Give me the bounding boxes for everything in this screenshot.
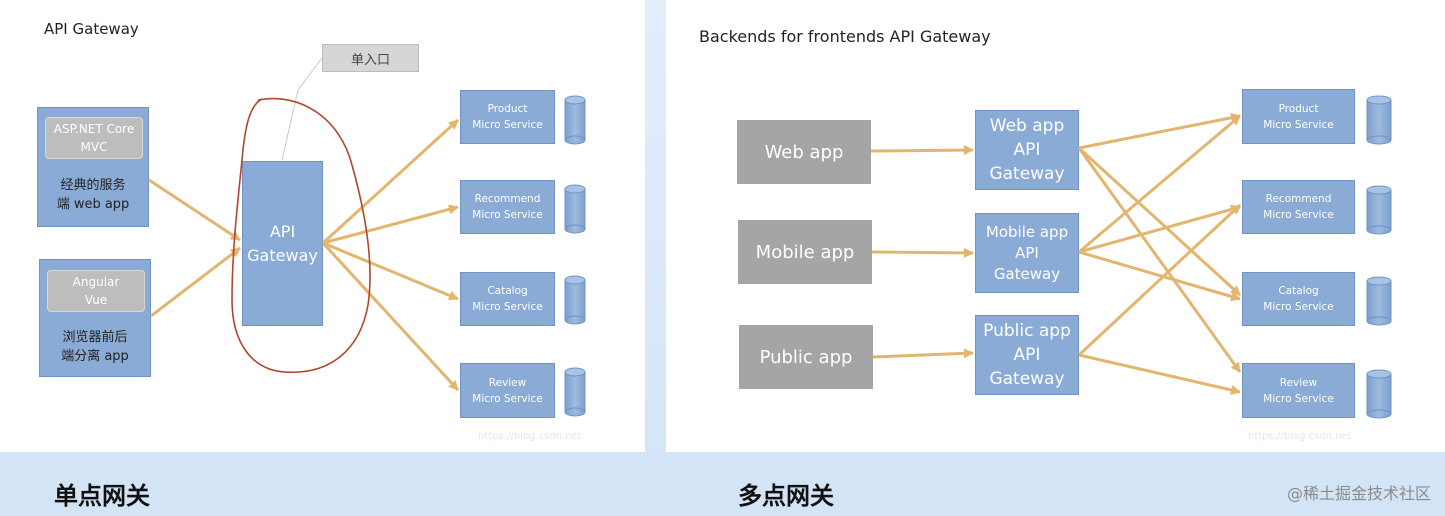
- mobile-app-gateway: Mobile app API Gateway: [975, 213, 1079, 293]
- web-app-gateway: Web app API Gateway: [975, 110, 1079, 190]
- gateway-label-line: Gateway: [989, 369, 1065, 389]
- database-icon: [1366, 369, 1392, 419]
- service-review: Review Micro Service: [460, 363, 555, 418]
- database-icon: [1366, 185, 1392, 235]
- client-description: 浏览器前后 端分离 app: [40, 328, 150, 366]
- service-type: Micro Service: [1263, 209, 1334, 221]
- arrow-mobileapp-to-gateway: [871, 247, 974, 258]
- service-name: Catalog: [487, 285, 528, 297]
- client-desc-line: 经典的服务: [60, 178, 126, 193]
- database-icon: [564, 184, 586, 234]
- arrow-webgw-to-catalog: [1077, 146, 1242, 297]
- gateway-label-line: Web app: [989, 116, 1065, 136]
- gateway-label-line: API: [1013, 345, 1041, 365]
- arrow-publicgw-to-review: [1078, 353, 1241, 395]
- arrow-gateway-to-recommend: [322, 204, 459, 245]
- client-classic-web-app: ASP.NET Core MVC 经典的服务 端 web app: [37, 107, 149, 227]
- service-type: Micro Service: [472, 119, 543, 131]
- arrow-client1-to-gateway: [148, 178, 241, 242]
- arrow-webgw-to-review: [1077, 147, 1242, 373]
- arrow-gateway-to-product: [321, 118, 460, 245]
- gateway-label-line: Gateway: [989, 164, 1065, 184]
- service-name: Product: [487, 103, 528, 115]
- public-app-gateway: Public app API Gateway: [975, 315, 1079, 395]
- service-catalog: Catalog Micro Service: [460, 272, 555, 326]
- watermark-text: https://blog.csdn.net: [1248, 431, 1352, 442]
- gateway-label-line: API: [1013, 140, 1041, 160]
- service-review: Review Micro Service: [1242, 363, 1355, 418]
- client-tech-label: ASP.NET Core MVC: [45, 117, 143, 159]
- gateway-label-line: Mobile app: [985, 222, 1069, 241]
- client-web-app: Web app: [737, 120, 871, 184]
- service-type: Micro Service: [472, 209, 543, 221]
- service-name: Recommend: [474, 193, 541, 205]
- client-tech-label: Angular Vue: [47, 270, 145, 312]
- credit-text: @稀土掘金技术社区: [1286, 484, 1431, 503]
- client-mobile-app: Mobile app: [738, 220, 872, 284]
- arrow-publicgw-to-recommend: [1077, 203, 1242, 357]
- gateway-label-line: API: [1015, 243, 1039, 262]
- client-tech-line: Vue: [84, 293, 108, 307]
- service-type: Micro Service: [1263, 392, 1334, 405]
- client-desc-line: 浏览器前后: [62, 330, 128, 345]
- database-icon: [564, 367, 586, 417]
- database-icon: [564, 95, 586, 145]
- right-panel-title: Backends for frontends API Gateway: [699, 27, 991, 46]
- service-name: Catalog: [1278, 285, 1319, 297]
- single-entry-callout: 单入口: [322, 44, 419, 72]
- arrow-publicapp-to-gateway: [872, 348, 974, 359]
- watermark-text: https://blog.csdn.net: [478, 431, 582, 442]
- arrow-mobilegw-to-product: [1078, 114, 1241, 254]
- arrow-mobilegw-to-recommend: [1078, 204, 1241, 254]
- database-icon: [564, 275, 586, 325]
- gateway-label-line: API: [269, 221, 296, 241]
- arrow-webapp-to-gateway: [870, 145, 974, 156]
- highlight-circle: [231, 97, 371, 373]
- service-type: Micro Service: [1263, 118, 1334, 131]
- arrow-mobilegw-to-catalog: [1078, 250, 1241, 302]
- multi-gateway-panel: Backends for frontends API Gateway Web a…: [666, 0, 1445, 452]
- gateway-label-line: Gateway: [247, 245, 318, 265]
- callout-leader-line: [281, 57, 323, 161]
- service-recommend: Recommend Micro Service: [460, 180, 555, 234]
- single-gateway-panel: API Gateway 单入口 ASP.NET Core MVC 经典的服务 端…: [0, 0, 645, 452]
- caption-single-gateway: 单点网关: [54, 482, 150, 510]
- client-tech-line: MVC: [80, 140, 108, 154]
- arrow-gateway-to-catalog: [322, 241, 459, 301]
- database-icon: [1366, 276, 1392, 326]
- caption-multi-gateway: 多点网关: [738, 482, 834, 510]
- service-type: Micro Service: [472, 392, 543, 405]
- database-icon: [1366, 95, 1392, 145]
- gateway-label-line: Gateway: [993, 264, 1061, 283]
- client-desc-line: 端 web app: [56, 197, 130, 212]
- client-description: 经典的服务 端 web app: [38, 176, 148, 214]
- service-name: Recommend: [1265, 193, 1332, 205]
- service-product: Product Micro Service: [1242, 89, 1355, 144]
- service-recommend: Recommend Micro Service: [1242, 180, 1355, 234]
- left-panel-title: API Gateway: [44, 20, 139, 38]
- arrow-client2-to-gateway: [150, 246, 241, 318]
- client-tech-line: ASP.NET Core: [53, 122, 135, 136]
- arrow-gateway-to-review: [321, 241, 460, 392]
- service-type: Micro Service: [1263, 301, 1334, 313]
- arrow-webgw-to-product: [1078, 112, 1241, 150]
- gateway-label-line: Public app: [983, 321, 1071, 341]
- service-name: Review: [1279, 376, 1318, 389]
- client-public-app: Public app: [739, 325, 873, 389]
- service-type: Micro Service: [472, 301, 543, 313]
- service-name: Product: [1278, 102, 1319, 115]
- service-name: Review: [488, 376, 527, 389]
- service-product: Product Micro Service: [460, 90, 555, 144]
- service-catalog: Catalog Micro Service: [1242, 272, 1355, 326]
- client-tech-line: Angular: [72, 275, 120, 289]
- client-desc-line: 端分离 app: [61, 349, 129, 364]
- client-spa-app: Angular Vue 浏览器前后 端分离 app: [39, 259, 151, 377]
